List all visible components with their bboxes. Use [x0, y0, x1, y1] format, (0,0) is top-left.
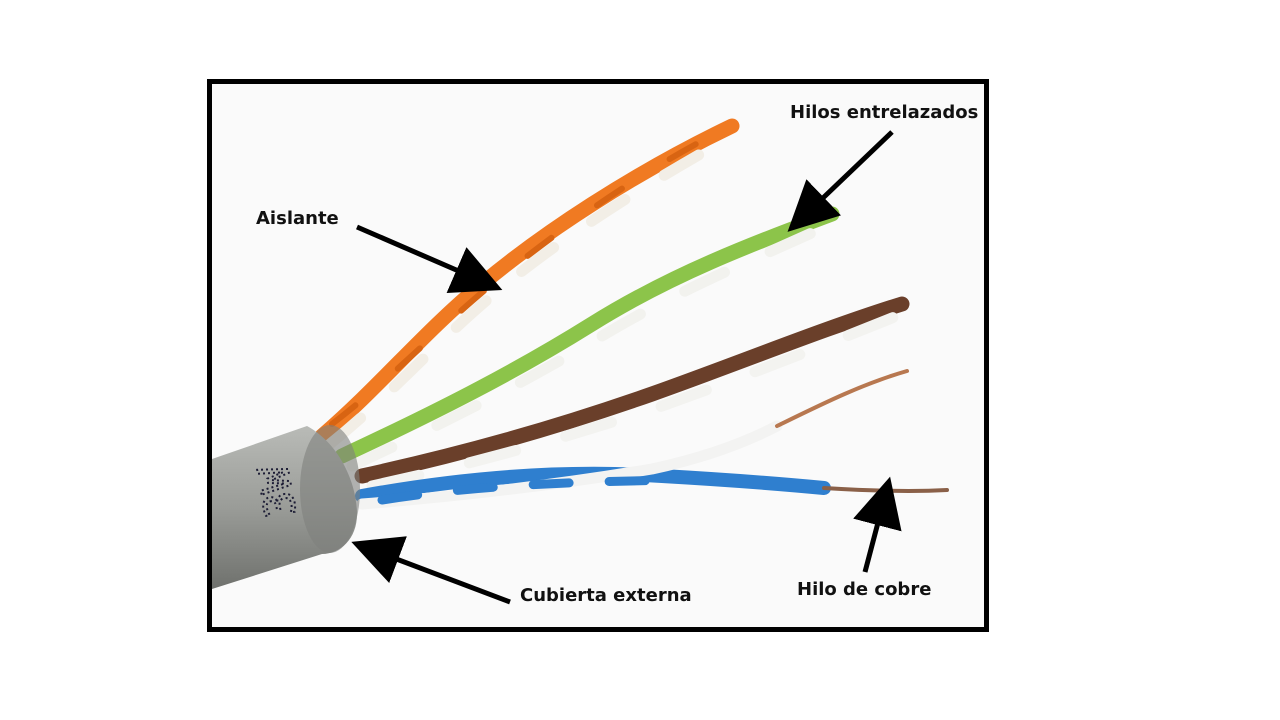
label-copper-wire: Hilo de cobre — [797, 579, 932, 600]
outer-jacket: 3W — [212, 425, 360, 589]
insulation-arrow — [356, 224, 503, 294]
label-twisted-pairs: Hilos entrelazados — [790, 102, 979, 123]
cable-illustration: 3W — [212, 118, 949, 605]
label-insulation: Aislante — [256, 208, 339, 229]
figure-frame: 3W Aislante Hilos entrelazados Cubierta … — [207, 79, 989, 632]
twisted-pairs-arrow — [787, 130, 894, 232]
copper-conductors — [775, 369, 949, 494]
outer-jacket-arrow — [351, 536, 511, 605]
brown-twisted-pair — [354, 296, 910, 492]
copper-wire-arrow — [853, 476, 902, 573]
label-outer-jacket: Cubierta externa — [520, 585, 692, 606]
green-twisted-pair — [334, 206, 840, 472]
blue-twisted-pair — [355, 420, 831, 510]
jacket-print: 3W — [249, 462, 306, 521]
